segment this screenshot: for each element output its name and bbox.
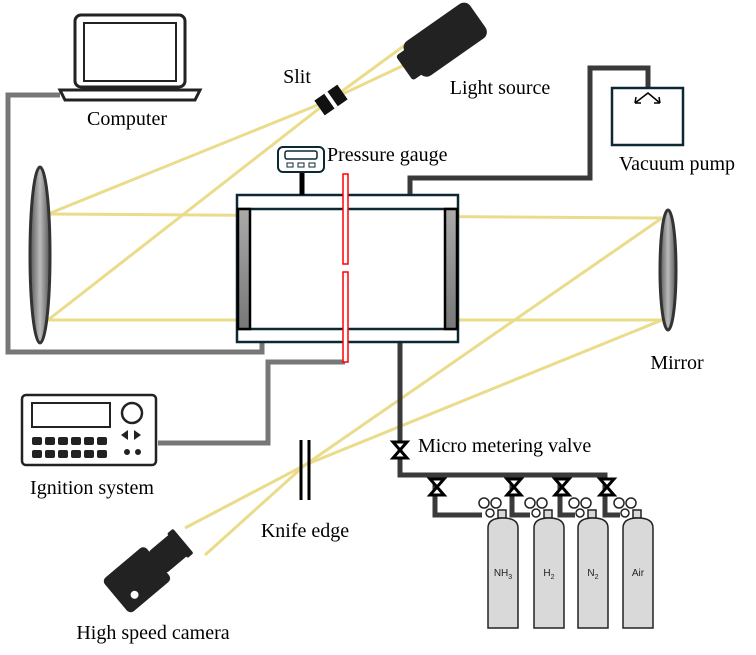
- vacuum-line: [407, 65, 651, 196]
- high-speed-camera-label: High speed camera: [76, 622, 229, 644]
- valve-icon[interactable]: [426, 477, 448, 497]
- valve-icon[interactable]: [596, 477, 618, 497]
- valve-icon[interactable]: [503, 477, 525, 497]
- cylinder-label: Air: [632, 568, 645, 579]
- high-speed-camera-icon: [103, 529, 193, 613]
- cylinder-label: N2: [587, 568, 598, 581]
- electrodes: [342, 173, 349, 363]
- ignition-cable: [158, 359, 345, 446]
- cylinder-label: NH3: [494, 568, 512, 581]
- mirror-label: Mirror: [650, 352, 704, 374]
- light-source-label: Light source: [450, 77, 551, 99]
- knife-edge-label: Knife edge: [261, 520, 349, 542]
- ignition-system-label: Ignition system: [30, 477, 154, 499]
- right-window: [443, 207, 459, 331]
- cylinder-label: H2: [543, 568, 554, 581]
- valve-icon[interactable]: [389, 440, 411, 460]
- left-window: [236, 207, 252, 331]
- micro-metering-valve-label: Micro metering valve: [418, 435, 591, 457]
- vacuum-pump-icon: [610, 86, 685, 147]
- slit-icon: [314, 84, 348, 116]
- pressure-gauge-icon: [277, 146, 325, 195]
- vacuum-pump-label: Vacuum pump: [619, 153, 735, 175]
- computer-label: Computer: [87, 108, 167, 130]
- light-source-icon: [396, 2, 487, 80]
- knife-edge-icon: [299, 440, 311, 500]
- slit-label: Slit: [283, 66, 311, 88]
- pressure-gauge-label: Pressure gauge: [327, 144, 448, 166]
- right-mirror-icon: [658, 208, 678, 332]
- left-mirror-icon: [28, 165, 52, 345]
- ignition-system-icon: [20, 393, 158, 467]
- valve-icon[interactable]: [551, 477, 573, 497]
- gas-line: [397, 342, 608, 495]
- computer-cable: [5, 92, 265, 355]
- computer-icon: [57, 13, 203, 102]
- cylinder-air: [613, 497, 654, 629]
- gas-cylinders: [478, 497, 654, 629]
- cylinder-n2: [568, 497, 609, 629]
- cylinder-nh3: [478, 497, 519, 629]
- cylinder-h2: [524, 497, 565, 629]
